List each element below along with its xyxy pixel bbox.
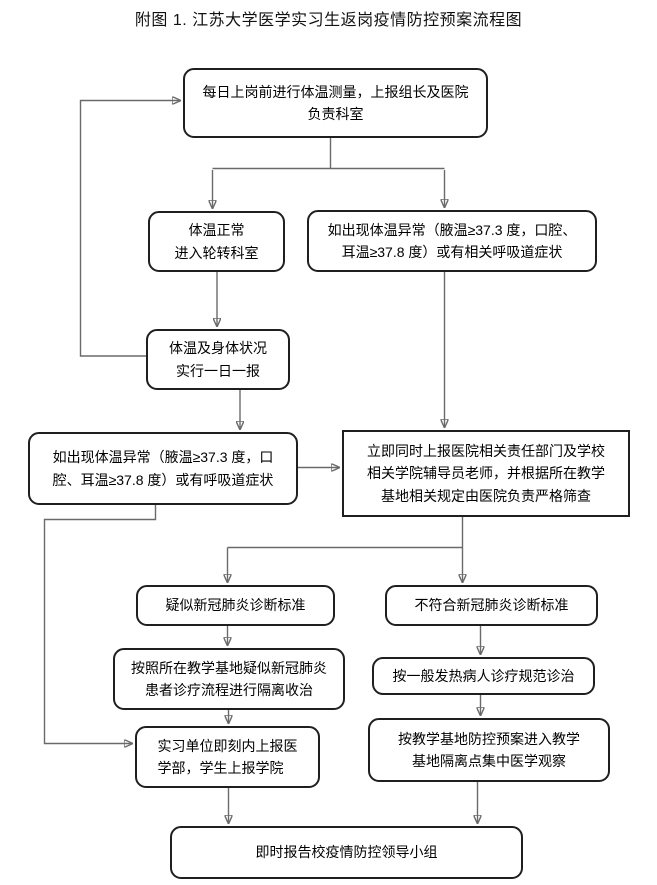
node-immediate-report: 立即同时上报医院相关责任部门及学校 相关学院辅导员老师，并根据所在教学 基地相关… <box>342 430 630 517</box>
edge-reportdaily-daily-loop <box>79 101 181 357</box>
node-temp-abnormal: 如出现体温异常（腋温≥37.3 度，口 腔、耳温≥37.8 度）或有呼吸道症状 <box>28 432 298 505</box>
node-fever-treatment-label: 按一般发热病人诊疗规范诊治 <box>392 667 575 684</box>
node-unit-report-label: 实习单位即刻内上报医 学部，学生上报学院 <box>157 737 298 776</box>
node-quarantine-observation: 按教学基地防控预案进入教学 基地隔离点集中医学观察 <box>368 718 610 782</box>
edge-daily-split <box>212 138 445 170</box>
node-daily-report-label: 体温及身体状况 实行一日一报 <box>169 340 267 379</box>
node-isolation-treatment-label: 按照所在教学基地疑似新冠肺炎 患者诊疗流程进行隔离收治 <box>131 659 327 698</box>
node-fever-treatment: 按一般发热病人诊疗规范诊治 <box>372 657 595 695</box>
node-daily-check: 每日上岗前进行体温测量，上报组长及医院 负责科室 <box>183 68 488 138</box>
node-not-meet-criteria-label: 不符合新冠肺炎诊断标准 <box>414 597 569 614</box>
edge-abnormal2-unitreport-loop <box>43 505 157 744</box>
edge-reportimmediate-split <box>227 517 464 549</box>
page-title: 附图 1. 江苏大学医学实习生返岗疫情防控预案流程图 <box>134 12 523 29</box>
node-unit-report: 实习单位即刻内上报医 学部，学生上报学院 <box>135 726 320 788</box>
node-temp-abnormal-label: 如出现体温异常（腋温≥37.3 度，口 腔、耳温≥37.8 度）或有呼吸道症状 <box>52 449 274 488</box>
node-final-report-label: 即时报告校疫情防控领导小组 <box>255 844 438 861</box>
node-daily-report: 体温及身体状况 实行一日一报 <box>146 329 290 390</box>
node-quarantine-observation-label: 按教学基地防控预案进入教学 基地隔离点集中医学观察 <box>398 730 580 769</box>
node-not-meet-criteria: 不符合新冠肺炎诊断标准 <box>385 585 598 626</box>
node-isolation-treatment: 按照所在教学基地疑似新冠肺炎 患者诊疗流程进行隔离收治 <box>113 648 345 710</box>
node-suspected-criteria: 疑似新冠肺炎诊断标准 <box>136 585 335 626</box>
node-temp-normal: 体温正常 进入轮转科室 <box>148 211 285 272</box>
node-final-report: 即时报告校疫情防控领导小组 <box>170 826 523 879</box>
node-temp-abnormal-related-label: 如出现体温异常（腋温≥37.3 度，口腔、 耳温≥37.8 度）或有相关呼吸道症… <box>327 221 577 260</box>
node-temp-normal-label: 体温正常 进入轮转科室 <box>174 222 259 261</box>
node-temp-abnormal-related: 如出现体温异常（腋温≥37.3 度，口腔、 耳温≥37.8 度）或有相关呼吸道症… <box>307 210 597 272</box>
node-immediate-report-label: 立即同时上报医院相关责任部门及学校 相关学院辅导员老师，并根据所在教学 基地相关… <box>367 442 605 504</box>
node-daily-check-label: 每日上岗前进行体温测量，上报组长及医院 负责科室 <box>202 83 469 122</box>
node-suspected-criteria-label: 疑似新冠肺炎诊断标准 <box>165 597 306 614</box>
